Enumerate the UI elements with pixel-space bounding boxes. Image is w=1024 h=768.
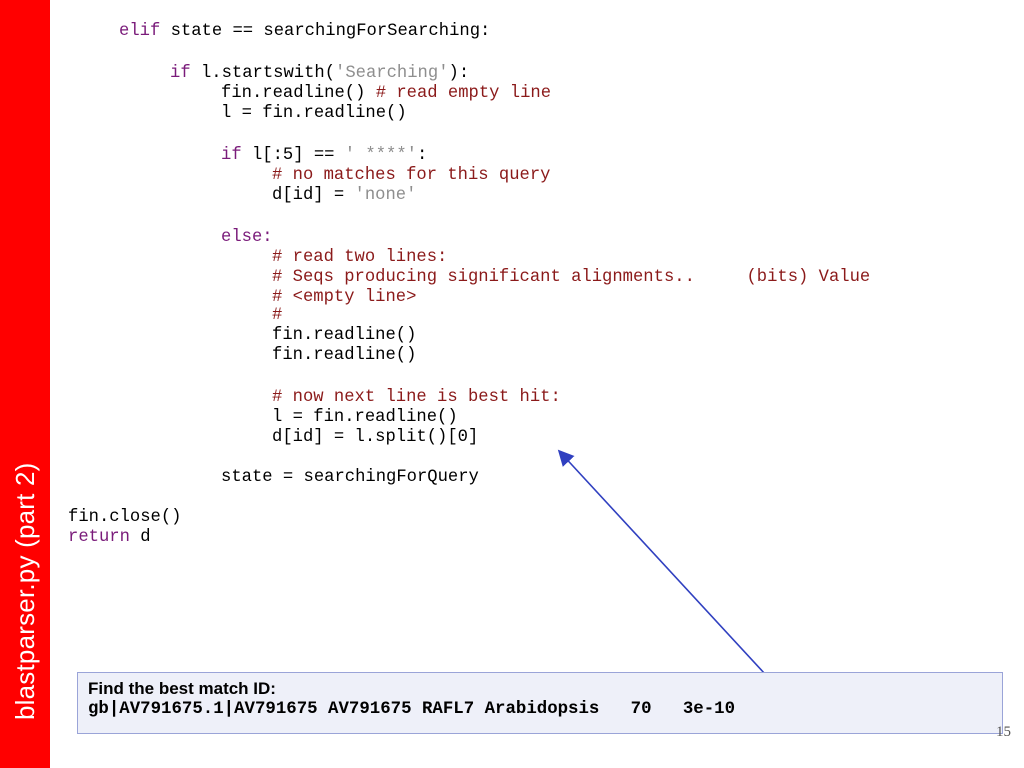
comment-read-two-lines: # read two lines: <box>272 248 448 267</box>
code-line-readline-empty: fin.readline() # read empty line <box>221 84 551 104</box>
code-line-assign-state: state = searchingForQuery <box>221 468 479 487</box>
string-stars: ' ****' <box>344 146 417 165</box>
elif-condition: state == searchingForSearching: <box>160 22 491 41</box>
readline-call: fin.readline() <box>221 84 376 103</box>
assign-none-target: d[id] = <box>272 186 355 205</box>
keyword-return: return <box>68 528 130 547</box>
page-number: 15 <box>996 724 1011 740</box>
code-line-if-startswith: if l.startswith('Searching'): <box>170 64 469 84</box>
callout-title: Find the best match ID: <box>88 679 276 698</box>
code-line-assign-none: d[id] = 'none' <box>272 186 416 206</box>
code-line-readline-a: fin.readline() <box>272 326 417 345</box>
comment-best-hit: # now next line is best hit: <box>272 388 561 407</box>
string-searching: 'Searching' <box>335 64 449 83</box>
comment-seqs-producing: # Seqs producing significant alignments.… <box>272 268 871 287</box>
keyword-elif: elif <box>119 22 161 41</box>
callout-best-match-line: gb|AV791675.1|AV791675 AV791675 RAFL7 Ar… <box>88 700 736 719</box>
code-line-assign-l-best: l = fin.readline() <box>272 408 458 427</box>
string-none: 'none' <box>354 186 417 205</box>
code-line-return: return d <box>68 528 151 548</box>
comment-no-matches: # no matches for this query <box>272 166 551 185</box>
comment-empty-line: # <empty line> <box>272 288 417 307</box>
code-line-if-stars: if l[:5] == ' ****': <box>221 146 427 166</box>
comment-read-empty-line: # read empty line <box>375 84 552 103</box>
keyword-else: else: <box>221 228 273 247</box>
comment-hash: # <box>272 306 283 325</box>
callout-box: Find the best match ID: gb|AV791675.1|AV… <box>77 672 1003 734</box>
if-startswith-close: ): <box>448 64 470 83</box>
keyword-if: if <box>221 146 242 165</box>
if-slice-compare: l[:5] == <box>241 146 345 165</box>
code-line-elif: elif state == searchingForSearching: <box>119 22 490 42</box>
keyword-if: if <box>170 64 191 83</box>
code-line-readline-b: fin.readline() <box>272 346 417 365</box>
if-startswith-call: l.startswith( <box>190 64 336 83</box>
code-line-assign-l: l = fin.readline() <box>221 104 407 123</box>
sidebar-band: blastparser.py (part 2) <box>0 0 50 768</box>
if-stars-colon: : <box>417 146 428 165</box>
code-line-close: fin.close() <box>68 508 182 527</box>
code-line-assign-split: d[id] = l.split()[0] <box>272 428 479 447</box>
return-value: d <box>129 528 151 547</box>
